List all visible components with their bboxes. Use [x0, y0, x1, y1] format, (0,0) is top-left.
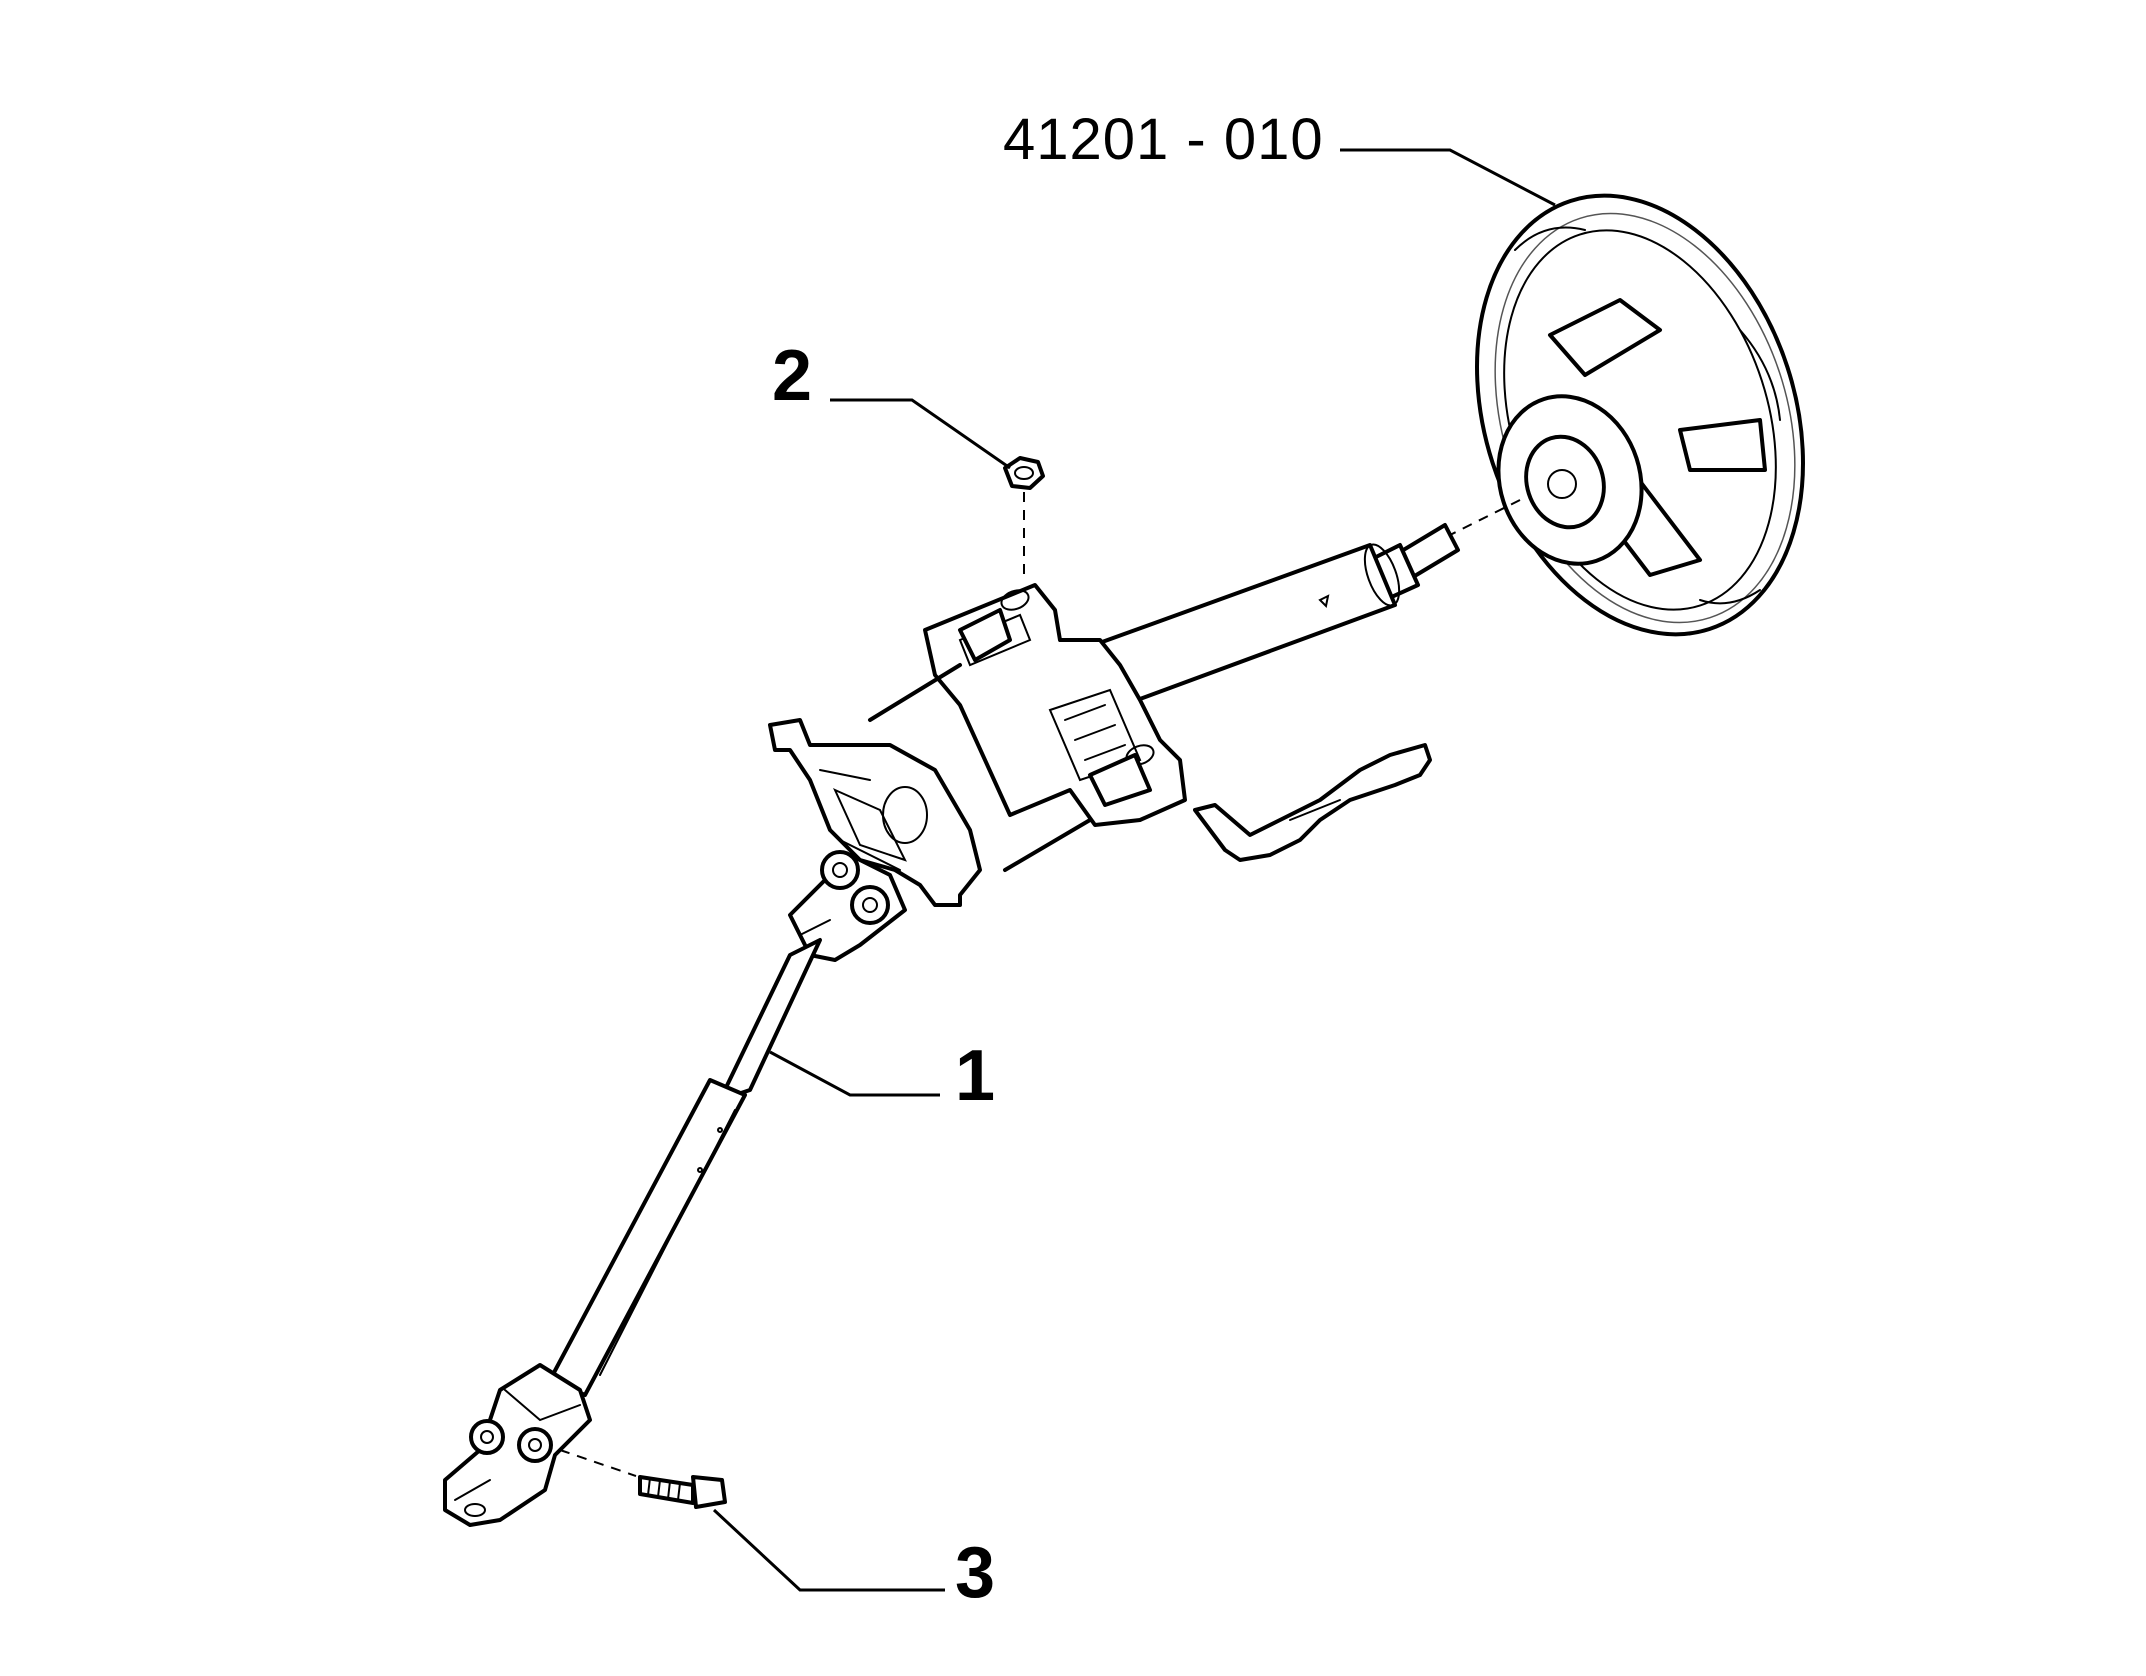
leader-nut	[830, 398, 1011, 470]
leader-bolt	[712, 1508, 945, 1592]
bolt-axis-line	[559, 1449, 637, 1477]
steering-wheel[interactable]	[1423, 153, 1857, 677]
nut[interactable]	[1003, 456, 1045, 490]
leader-steering-column	[769, 1050, 940, 1097]
bolt[interactable]	[638, 1475, 727, 1509]
label-steering-column: 1	[955, 1036, 995, 1116]
label-nut: 2	[772, 336, 812, 416]
steering-column[interactable]	[443, 523, 1460, 1527]
label-steering-wheel: 41201 - 010	[1003, 107, 1324, 172]
leader-steering-wheel	[1340, 148, 1556, 207]
label-bolt: 3	[955, 1533, 995, 1613]
wheel-axis-line	[1449, 499, 1521, 536]
